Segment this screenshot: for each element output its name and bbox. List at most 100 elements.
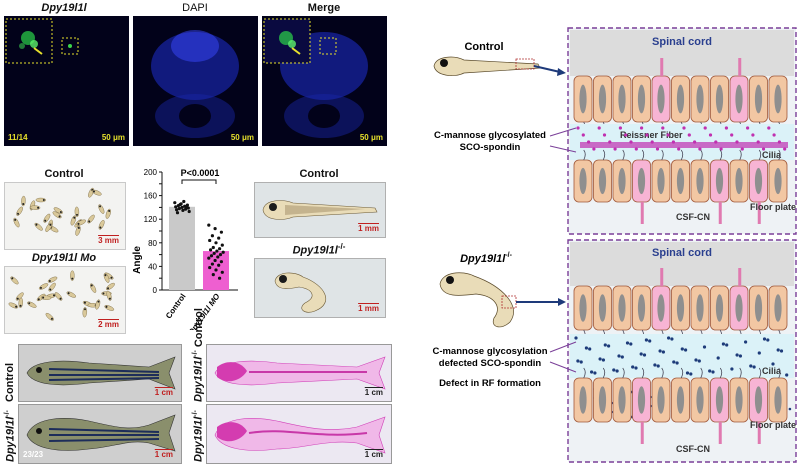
rf-dot (671, 140, 675, 144)
rf-dot (783, 147, 787, 151)
sco-dot (603, 343, 607, 347)
larva (13, 217, 20, 228)
rf-dot (618, 126, 622, 130)
fish-mutant-photo: 1 mm (254, 258, 386, 318)
larvae-morphant-svg (8, 270, 115, 321)
sco-dot (762, 337, 767, 341)
rf-dot (576, 126, 580, 130)
chart-point (220, 270, 224, 274)
sco-dot (766, 338, 770, 342)
schem-control-rf: Reissner Fiber (620, 130, 683, 140)
cilium (641, 149, 645, 161)
larva (48, 282, 56, 292)
chart-point (178, 202, 182, 207)
adult-mutant-count: 23/23 (23, 450, 44, 459)
skeleton-mutant-svg (214, 416, 386, 454)
cilium (602, 149, 606, 161)
sco-dot (675, 361, 679, 365)
sco-dot (579, 360, 583, 364)
cilium (700, 149, 703, 161)
schem-control-spinal: Spinal cord (652, 36, 712, 48)
rf-dot (634, 147, 638, 151)
cilium (739, 149, 742, 161)
larva (87, 214, 95, 224)
rf-dot (698, 147, 702, 151)
cilium (680, 149, 684, 161)
fish-mutant-label: Dpy19l1l-/- (254, 242, 384, 257)
chart-point (210, 234, 214, 238)
chart-point (207, 223, 211, 227)
sco-dot (639, 352, 643, 356)
cell-nucleus (715, 84, 724, 114)
sco-dot (708, 369, 712, 373)
rf-dot (581, 133, 585, 137)
chart-ytick-label: 0 (153, 286, 158, 295)
larva (40, 295, 52, 300)
micro-scalebar-1: 50 μm (101, 133, 125, 142)
cilium (700, 367, 703, 379)
rf-dot (687, 133, 691, 137)
chart-point (221, 250, 225, 254)
sco-dot (711, 370, 715, 374)
chart-point (177, 206, 181, 211)
cell-nucleus (715, 294, 724, 322)
fish-control-label: Control (299, 168, 339, 180)
micro-dapi-svg (151, 30, 239, 138)
chart-ylabel: Angle (132, 246, 143, 274)
schem-mutant-bottom-cells (573, 367, 788, 444)
chart-pvalue: P<0.0001 (181, 168, 220, 178)
larva (106, 290, 112, 301)
sco-dot (670, 337, 674, 341)
larva (76, 219, 87, 226)
larvae-morphant-scale: 2 mm (98, 320, 119, 329)
larva (27, 301, 37, 308)
cell-nucleus (754, 84, 763, 114)
rf-dot (655, 147, 660, 151)
micro-scalebar-3: 50 μm (359, 133, 383, 142)
cell-nucleus (676, 294, 685, 322)
rf-dot (756, 140, 760, 144)
cell-nucleus (657, 386, 665, 414)
sco-dot (702, 345, 707, 349)
chart-point (213, 227, 217, 231)
chart-point (219, 230, 223, 234)
larva (45, 222, 53, 232)
chart-point (218, 253, 223, 257)
micro-scalebar-2: 50 μm (230, 133, 254, 142)
sco-dot (721, 342, 725, 346)
cell-nucleus (774, 167, 782, 195)
chart-point (180, 205, 184, 209)
cell-nucleus (637, 294, 646, 322)
micro-header-dpy: Dpy19l1l (41, 2, 87, 14)
rf-dot (640, 126, 644, 130)
cell-nucleus (735, 386, 743, 414)
sco-dot (598, 357, 602, 361)
cell-nucleus (637, 167, 646, 195)
cell-nucleus (774, 386, 782, 414)
micro-header-merge: Merge (307, 2, 341, 14)
schem-mutant-text-3: Defect in RF formation (439, 378, 541, 389)
schem-mutant-larva (439, 272, 566, 328)
rf-dot (730, 133, 734, 137)
sco-dot (574, 336, 578, 340)
sco-dot (685, 371, 690, 375)
chart-point (218, 247, 222, 251)
chart-point (182, 199, 186, 204)
adult-mutant-photo: 23/23 1 cm (18, 404, 182, 464)
sco-dot (738, 354, 742, 358)
larva (53, 207, 63, 214)
micro-panel-dapi: 50 μm (133, 16, 258, 146)
sco-dot (631, 365, 635, 369)
chart-ytick-label: 120 (144, 215, 158, 224)
chart-ytick-label: 80 (148, 239, 157, 248)
cell-nucleus (696, 84, 704, 114)
adult-control-scale: 1 cm (154, 388, 173, 397)
larvae-control-label: Control (44, 168, 84, 180)
larva (91, 189, 102, 196)
fish-mutant-name: Dpy19l1l (292, 244, 338, 257)
cell-nucleus (735, 167, 743, 195)
rf-dot (666, 133, 670, 137)
chart-point (184, 205, 189, 209)
rf-dot (703, 126, 707, 130)
rf-dot (592, 147, 596, 151)
